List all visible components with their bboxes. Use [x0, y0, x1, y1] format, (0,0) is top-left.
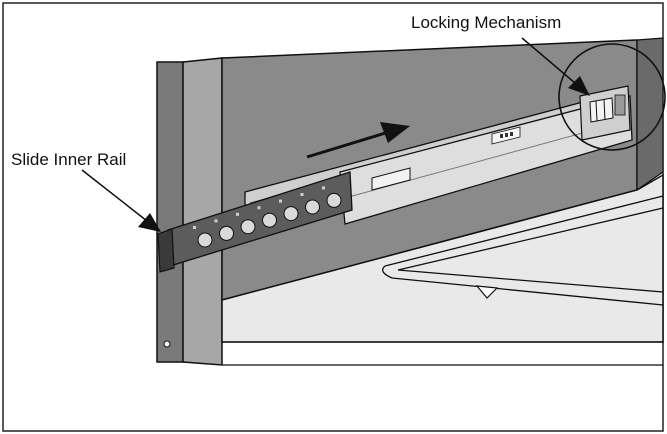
slide-inner-rail-label: Slide Inner Rail [11, 150, 127, 169]
rail-slot [371, 167, 411, 191]
cabinet-side-strip [182, 57, 223, 366]
rail-hole [283, 206, 299, 222]
plate-mark [505, 133, 508, 137]
latch-line [595, 100, 598, 122]
rail-slot-mark [322, 186, 325, 190]
direction-arrow-head [380, 122, 410, 143]
plate-mark [500, 134, 503, 138]
cabinet-floor [221, 173, 664, 343]
latch-line [603, 99, 606, 121]
slide-callout-head [138, 213, 161, 232]
locking-tab [614, 94, 626, 116]
rail-hole [305, 199, 320, 215]
rail-hole [219, 225, 234, 241]
direction-arrow-shaft [306, 129, 393, 159]
rail-hole [326, 192, 342, 208]
rail-slot-mark [214, 219, 218, 223]
inner-rail-end-cap [157, 228, 175, 273]
cabinet-right-wall [636, 37, 664, 192]
detail-circle [558, 43, 666, 151]
rail-hole [197, 232, 213, 248]
locking-mechanism-label: Locking Mechanism [411, 13, 562, 32]
rail-slot-mark [193, 226, 196, 229]
rail-slot-mark [257, 206, 261, 210]
inner-rail-holes [193, 186, 342, 248]
plate-mark [510, 132, 513, 136]
rail-hole [262, 212, 277, 228]
locking-callout-line [521, 37, 576, 84]
rail-slot-mark [279, 199, 282, 203]
cabinet-front-edge [156, 61, 184, 363]
floor-tray [382, 195, 664, 306]
slide-callout-line [81, 169, 148, 222]
locking-latch [589, 97, 614, 123]
locking-callout-head [568, 76, 590, 96]
tray-notch [475, 285, 499, 299]
rail-slot-mark [300, 193, 304, 196]
rail-slot-mark [236, 212, 239, 216]
mounting-hole-dot [163, 340, 171, 348]
rail-hole [240, 219, 256, 235]
